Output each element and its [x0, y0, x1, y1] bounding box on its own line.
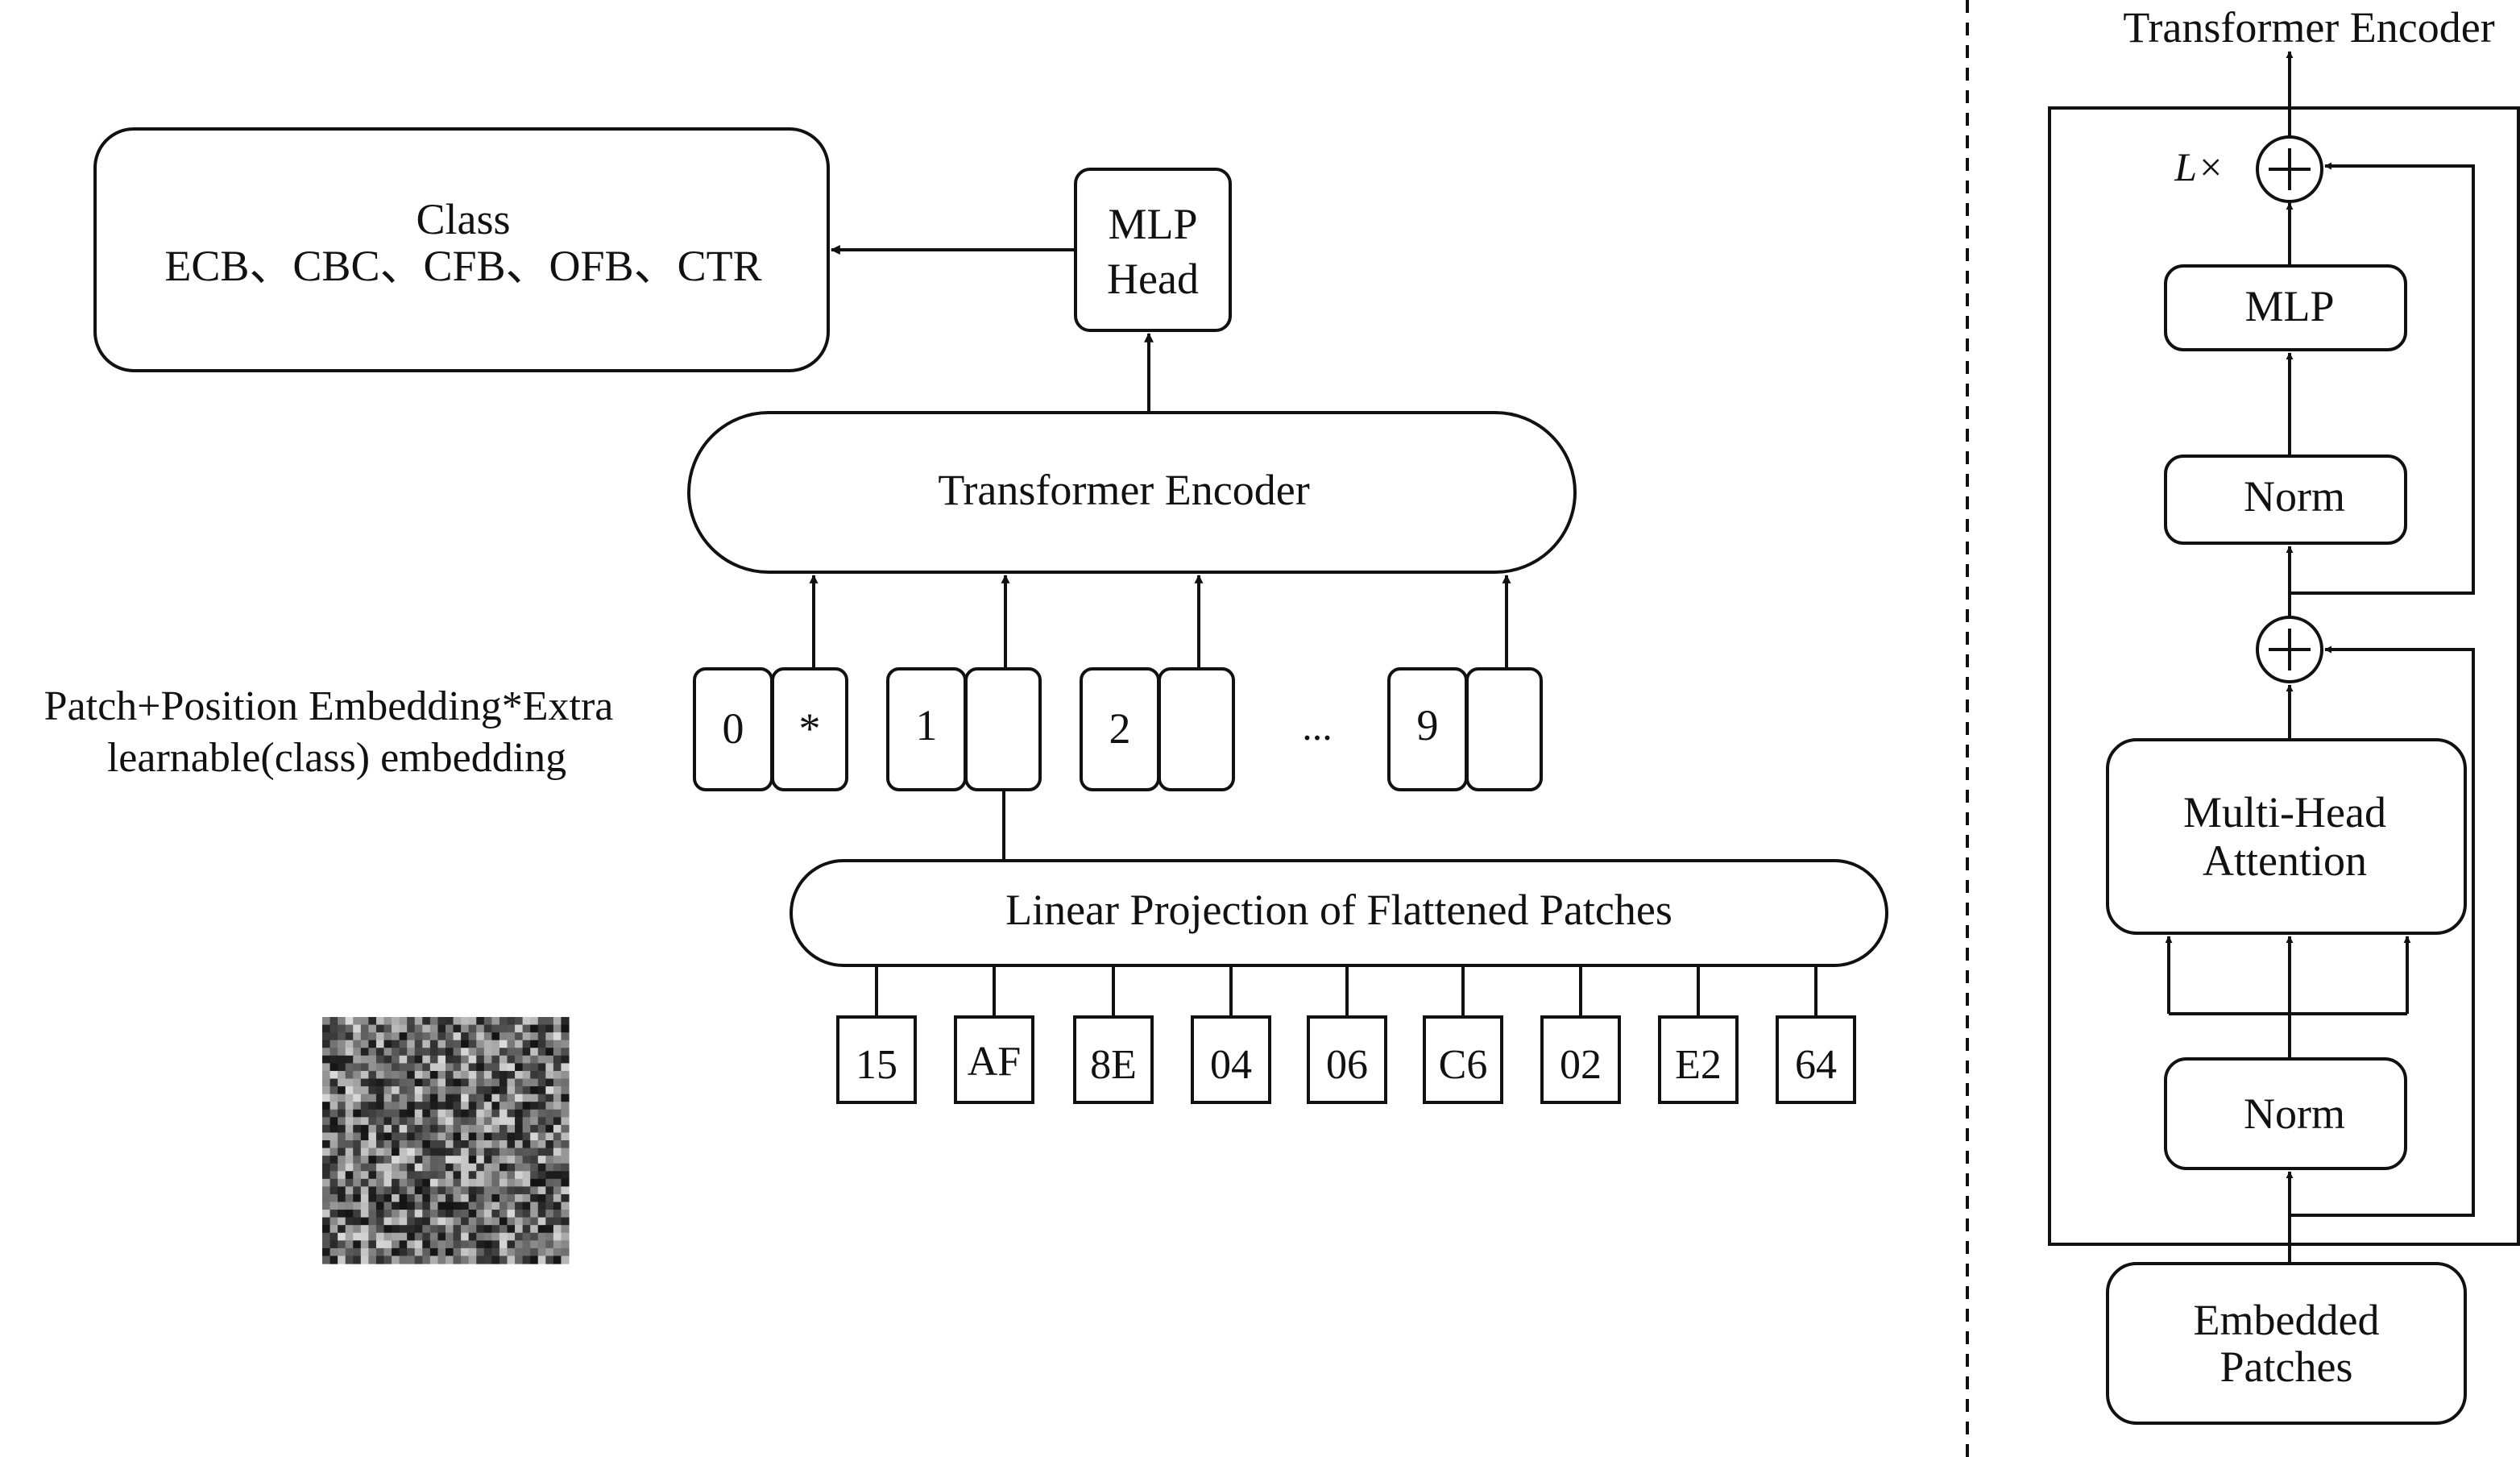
token-class-label: * — [799, 704, 821, 753]
norm-top-box: Norm — [2164, 455, 2407, 545]
residual-skip-bottom — [2290, 645, 2475, 1217]
embedding-label-line1: Patch+Position Embedding*Extra — [44, 683, 614, 729]
patch-04: 04 — [1191, 1015, 1271, 1104]
norm-top-label: Norm — [2244, 472, 2345, 521]
class-box-modes: ECB、CBC、CFB、OFB、CTR — [164, 242, 761, 290]
patch-06: 06 — [1307, 1015, 1387, 1104]
token-9: 9 — [1387, 667, 1468, 791]
mlp-head-line1: MLP — [1108, 200, 1197, 248]
add-icon-top — [2256, 135, 2323, 203]
token-0-label: 0 — [723, 704, 744, 753]
token-1-embed — [964, 667, 1042, 791]
encoder-block-outline — [2048, 106, 2520, 1246]
token-1-label: 1 — [916, 701, 938, 749]
attention-line2: Attention — [2203, 836, 2367, 885]
patch-15: 15 — [836, 1015, 917, 1104]
mlp-head-line2: Head — [1107, 255, 1199, 303]
token-ellipsis: ... — [1302, 704, 1333, 749]
patch-label: AF — [968, 1039, 1021, 1085]
transformer-encoder-box: Transformer Encoder — [687, 411, 1577, 574]
attention-line1: Multi-Head — [2183, 788, 2386, 836]
residual-skip-top — [2290, 162, 2475, 595]
patch-connectors — [875, 965, 1817, 1017]
patch-label: 02 — [1560, 1042, 1602, 1088]
embedded-patches-line1: Embedded — [2194, 1296, 2380, 1344]
token-9-embed — [1465, 667, 1543, 791]
token-0: 0 — [693, 667, 773, 791]
token-9-label: 9 — [1417, 701, 1439, 749]
patch-af: AF — [954, 1015, 1034, 1104]
mlp-box: MLP — [2164, 264, 2407, 351]
norm-bottom-label: Norm — [2244, 1090, 2345, 1138]
norm-bottom-box: Norm — [2164, 1057, 2407, 1170]
patch-02: 02 — [1540, 1015, 1621, 1104]
embedding-label-line2: learnable(class) embedding — [107, 735, 566, 781]
add-icon-middle — [2256, 616, 2323, 683]
token-1: 1 — [886, 667, 967, 791]
linear-projection-box: Linear Projection of Flattened Patches — [790, 859, 1888, 967]
patch-label: C6 — [1439, 1042, 1488, 1088]
mlp-label: MLP — [2244, 282, 2334, 330]
class-box: Class ECB、CBC、CFB、OFB、CTR — [93, 127, 830, 372]
embedded-patches-line2: Patches — [2220, 1343, 2353, 1391]
token-class: * — [771, 667, 848, 791]
patch-label: 8E — [1090, 1042, 1137, 1088]
patch-label: E2 — [1675, 1042, 1722, 1088]
linear-projection-label: Linear Projection of Flattened Patches — [1005, 886, 1672, 934]
patch-label: 06 — [1326, 1042, 1368, 1088]
patch-label: 64 — [1795, 1042, 1837, 1088]
right-panel-title: Transformer Encoder — [2123, 3, 2494, 52]
patch-64: 64 — [1776, 1015, 1856, 1104]
class-box-title: Class — [416, 195, 510, 243]
repeat-label: L× — [2174, 144, 2224, 189]
patch-label: 15 — [856, 1042, 897, 1088]
noise-image — [322, 1017, 570, 1264]
multi-head-attention-box: Multi-Head Attention — [2106, 738, 2467, 935]
embedded-patches-box: Embedded Patches — [2106, 1262, 2467, 1425]
transformer-encoder-label: Transformer Encoder — [938, 466, 1309, 514]
token-2-embed — [1158, 667, 1235, 791]
patch-e2: E2 — [1658, 1015, 1739, 1104]
token-2: 2 — [1080, 667, 1160, 791]
patch-8e: 8E — [1073, 1015, 1154, 1104]
patch-c6: C6 — [1423, 1015, 1503, 1104]
token-2-label: 2 — [1109, 704, 1131, 753]
mlp-head-box: MLP Head — [1074, 168, 1232, 332]
patch-label: 04 — [1210, 1042, 1252, 1088]
